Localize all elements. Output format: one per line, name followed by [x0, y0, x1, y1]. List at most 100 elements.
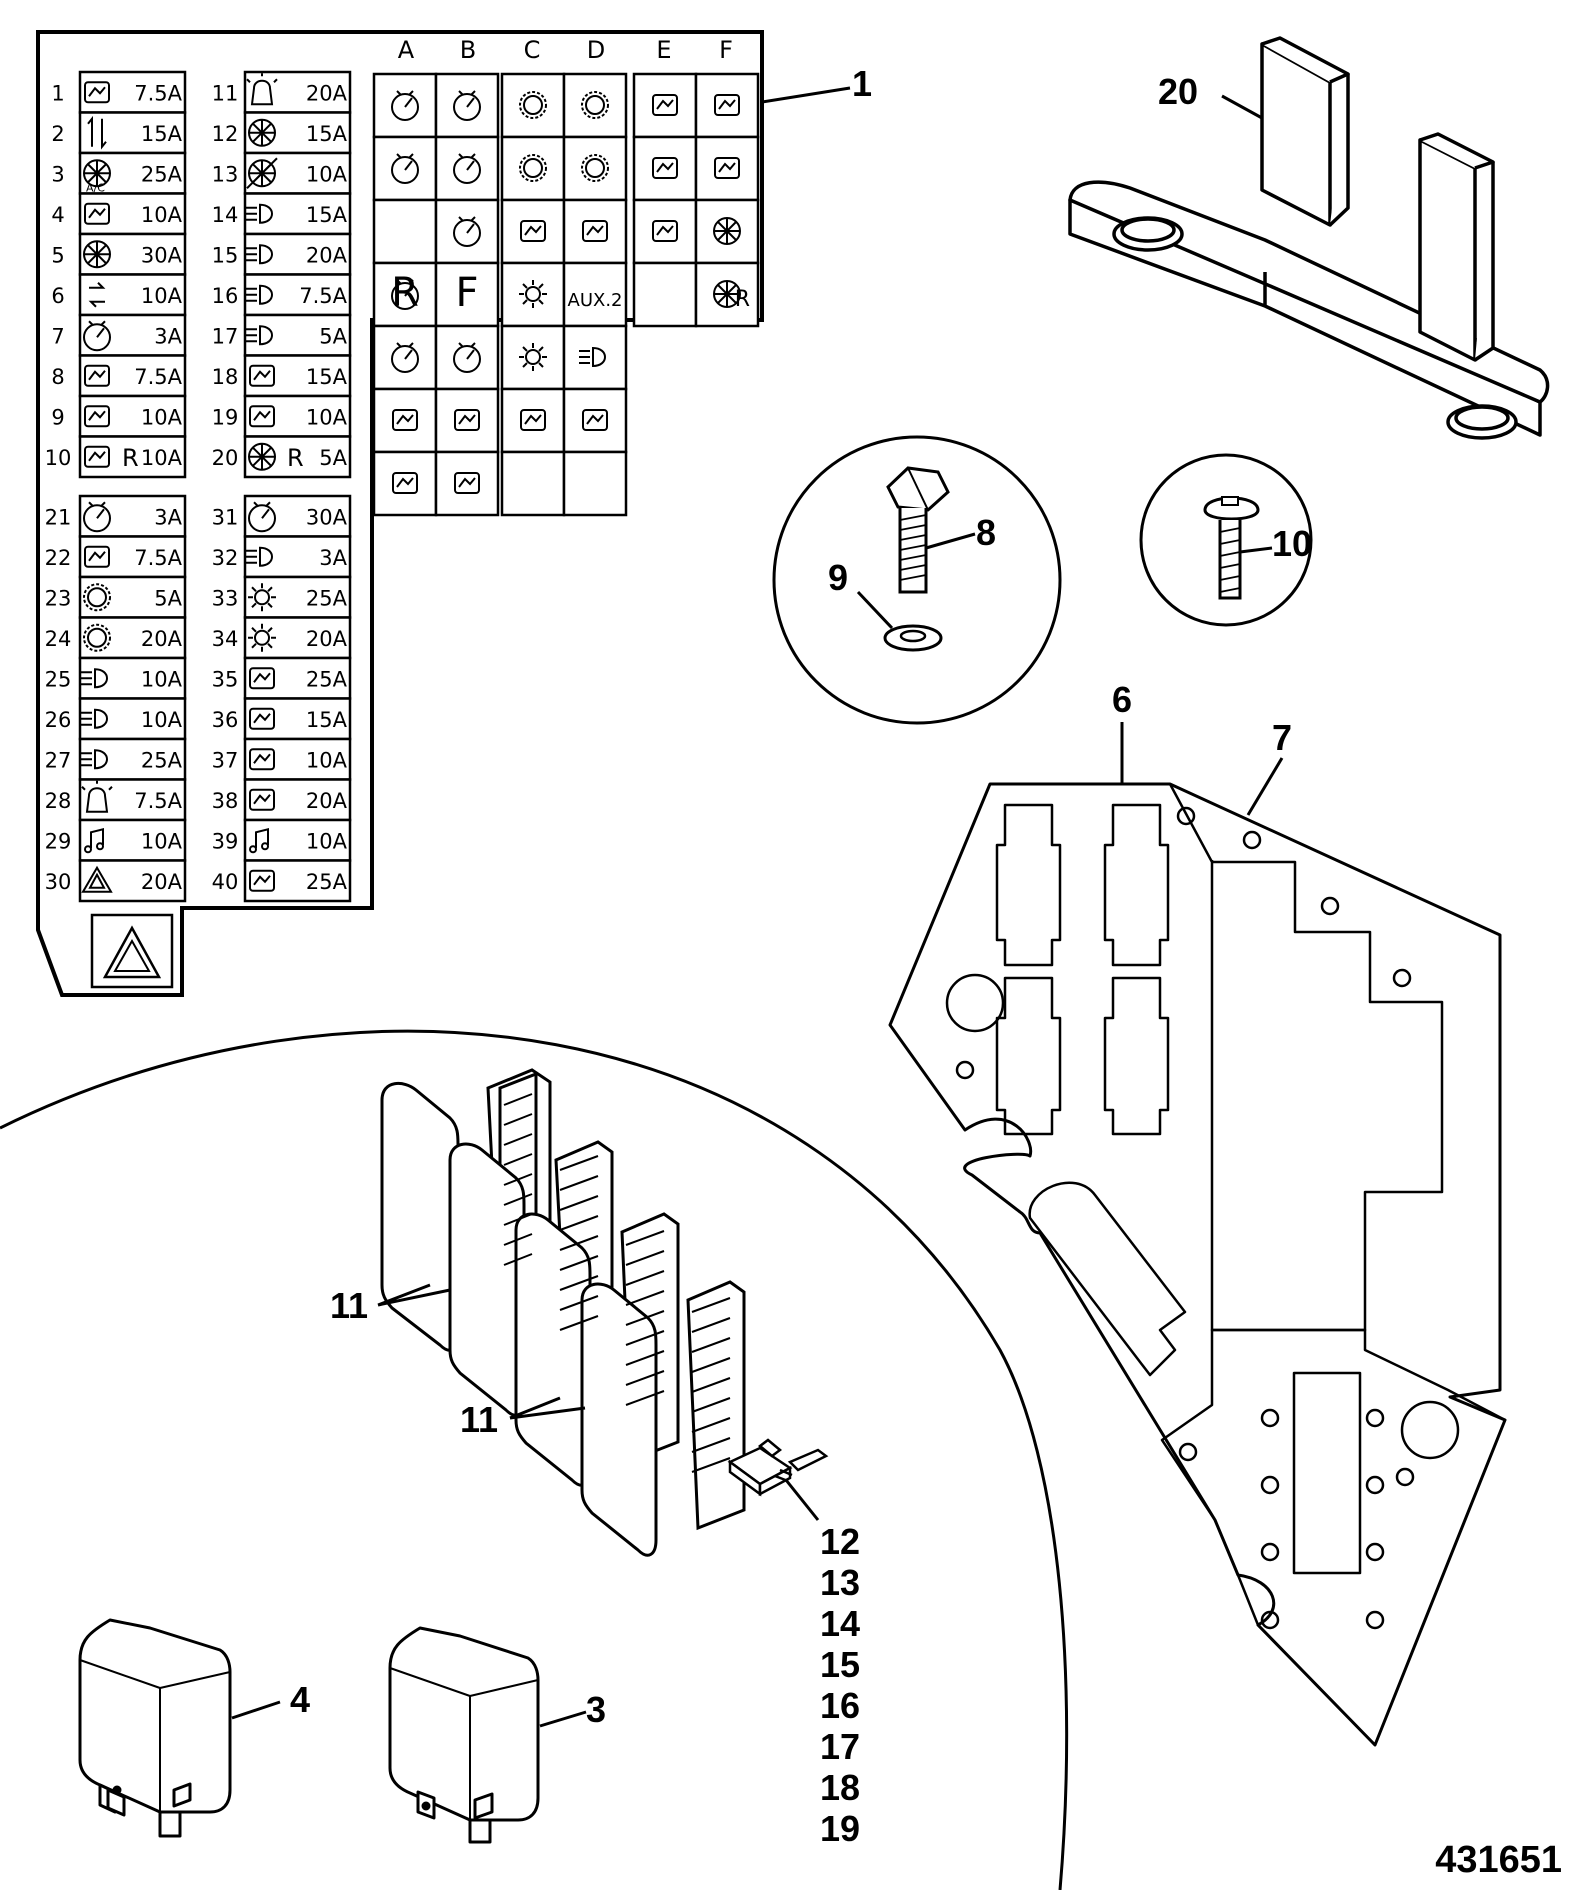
fuse-rating: 15A: [141, 122, 183, 146]
fuse-rating: 10A: [306, 748, 348, 772]
fuse-rating: 20A: [306, 243, 348, 267]
fuse-number: 17: [212, 324, 239, 348]
gauge-icon: [391, 90, 419, 121]
gauge-icon: [453, 216, 481, 247]
fuse-number: 27: [45, 748, 72, 772]
fuse-row: 9 10A: [51, 394, 187, 438]
fuse-number: 9: [51, 405, 64, 429]
blade-fuse: [727, 1438, 829, 1497]
fuse-prefix: R: [122, 444, 139, 472]
fuse-sublabel: A/C: [86, 182, 105, 195]
relay-slot-text: F: [455, 270, 478, 316]
relay-column-label: D: [587, 36, 605, 64]
fuse-rating: 20A: [306, 627, 348, 651]
washer-icon: [392, 409, 418, 431]
callout-fuse-14: 14: [820, 1603, 860, 1644]
ac-fan-icon: [83, 159, 111, 188]
callout-fuse-13: 13: [820, 1562, 860, 1603]
fuse-number: 25: [45, 667, 72, 691]
fuse-number: 35: [212, 667, 239, 691]
bucket-icon: [520, 409, 546, 431]
fuse-rating: 20A: [306, 789, 348, 813]
relay-slot: [632, 261, 698, 328]
callout-fuse-17: 17: [820, 1726, 860, 1767]
screw-detail: [1139, 453, 1313, 627]
hazard-icon: [81, 865, 113, 893]
relay-slot: [562, 135, 628, 202]
gauge-icon: [83, 501, 111, 533]
gauge-icon: [391, 279, 419, 310]
axle-icon: [582, 220, 608, 242]
connector-pin-rows: [503, 1093, 731, 1473]
fuse-number: 13: [212, 162, 239, 186]
fuse-number: 34: [212, 627, 239, 651]
fuse-rating: 10A: [141, 405, 183, 429]
fuse-number: 32: [212, 546, 239, 570]
relay-column-label: C: [524, 36, 541, 64]
fuse-rating: 10A: [141, 829, 183, 853]
gauge-icon: [391, 342, 419, 373]
fuse-number: 36: [212, 708, 239, 732]
fuse-number: 30: [45, 870, 72, 894]
fuse-number: 15: [212, 243, 239, 267]
relay-slot: [500, 72, 566, 139]
light-icon: [84, 445, 110, 468]
fuse-number: 16: [212, 284, 239, 308]
fuse-rating: 20A: [306, 81, 348, 105]
fuse-rating: 25A: [141, 162, 183, 186]
relay-slot: [632, 72, 698, 139]
fuse-row: 34 20A: [212, 616, 352, 660]
fuse-rating: 3A: [154, 324, 182, 348]
fuse-rating: 10A: [306, 405, 348, 429]
loader-arm-icon: [84, 81, 110, 104]
relay-slot: [562, 198, 628, 265]
gear-icon: [581, 91, 609, 119]
callout-fuse-12: 12: [820, 1521, 860, 1562]
relay-slot: [562, 450, 628, 517]
relay-slot: [694, 135, 760, 202]
relay-slot: [500, 324, 566, 391]
fuse-number: 10: [45, 446, 72, 470]
callout-fuse-15: 15: [820, 1644, 860, 1685]
gauge-icon: [453, 90, 481, 121]
hydraulic-icon: [652, 157, 678, 179]
gauge-icon: [83, 320, 111, 352]
park-icon: [714, 157, 740, 179]
relay-slot: [372, 198, 438, 265]
fuse-number: 21: [45, 505, 72, 529]
fuse-number: 38: [212, 789, 239, 813]
fuse-rating: 7.5A: [134, 81, 182, 105]
fuse-row: 15 20A: [212, 232, 352, 276]
fuse-rating: 7.5A: [299, 284, 347, 308]
fuse-number: 37: [212, 748, 239, 772]
no-fan-icon: [246, 157, 278, 189]
gear-icon: [83, 583, 111, 612]
park-icon: [454, 472, 480, 494]
fuse-rating: 10A: [306, 162, 348, 186]
relay-slot: [632, 135, 698, 202]
fuse-row: 16 7.5A: [212, 273, 352, 317]
bucket-icon: [582, 409, 608, 431]
battery-icon: [714, 94, 740, 116]
relay-slot: [562, 387, 628, 454]
fuse-row: 37 10A: [212, 737, 352, 781]
fuse-number: 23: [45, 586, 72, 610]
